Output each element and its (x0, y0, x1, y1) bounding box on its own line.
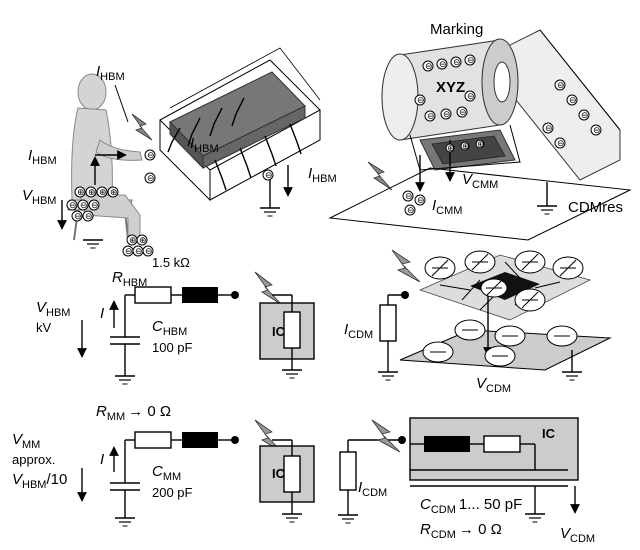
cdm-chip-charges (422, 250, 584, 367)
approx-label: approx. (12, 452, 55, 467)
mm-ic-label: IC (272, 466, 286, 481)
cdm-spark-icon (367, 161, 393, 191)
cdm-charges: ⊖ ⊖ ⊖ ⊖ ⊖ ⊖ ⊖ ⊖ ⊖ ⊖ ⊖ ⊖ ⊖ ⊖ ⊖ ⊕ ⊕ ⊕ ⊖ ⊖ … (402, 54, 602, 216)
spark-icon (391, 249, 421, 283)
ihbm-label-right: IHBM (308, 165, 337, 185)
vhbm-circuit-label: VHBM (36, 299, 70, 319)
icdm-label-mid: ICDM (344, 321, 373, 341)
svg-text:⊖: ⊖ (459, 108, 467, 118)
svg-text:⊕: ⊕ (110, 188, 118, 198)
svg-text:⊖: ⊖ (147, 151, 155, 161)
cdmres-label: CDMres (568, 199, 623, 216)
cmm-label: CMM (152, 463, 181, 483)
hbm-circuit (77, 271, 315, 385)
mm-circuit (77, 419, 315, 527)
svg-text:⊖: ⊖ (85, 212, 93, 222)
svg-text:⊖: ⊖ (80, 201, 88, 211)
vmm-label: VMM (12, 431, 40, 451)
svg-text:⊕: ⊕ (447, 144, 455, 154)
svg-text:⊖: ⊖ (545, 124, 553, 134)
spark-icon (254, 271, 283, 306)
svg-text:⊖: ⊖ (135, 247, 143, 257)
icmm-label: ICMM (432, 197, 462, 217)
svg-text:⊖: ⊖ (443, 110, 451, 120)
rhbm-label: RHBM (112, 269, 147, 289)
svg-text:⊖: ⊖ (417, 196, 425, 206)
hbm-c-value: 100 pF (152, 340, 193, 355)
svg-text:⊖: ⊖ (569, 96, 577, 106)
svg-text:⊖: ⊖ (74, 212, 82, 222)
vhbm-unit: kV (36, 320, 52, 335)
hbm-r-value: 1.5 kΩ (152, 255, 190, 270)
svg-text:⊖: ⊖ (425, 62, 433, 72)
svg-text:⊖: ⊖ (439, 60, 447, 70)
hbm-charges: ⊕ ⊕ ⊕ ⊕ ⊖ ⊖ ⊖ ⊖ ⊖ ⊕ ⊕ ⊖ ⊖ ⊖ ⊖ ⊖ ⊖ (66, 149, 274, 257)
vcdm-label-mid: VCDM (476, 375, 511, 395)
svg-text:⊖: ⊖ (145, 247, 153, 257)
svg-text:⊕: ⊕ (88, 188, 96, 198)
hbm-ic-label: IC (272, 324, 286, 339)
mm-inductor (182, 432, 218, 448)
svg-text:⊖: ⊖ (581, 111, 589, 121)
xyz-label: XYZ (436, 79, 465, 96)
hbm-spark-icon (131, 113, 153, 141)
ground-icon (82, 239, 104, 249)
mm-c-value: 200 pF (152, 485, 193, 500)
chbm-label: CHBM (152, 318, 187, 338)
svg-text:⊖: ⊖ (405, 192, 413, 202)
dip-chip-illustration (159, 47, 321, 202)
svg-text:⊕: ⊕ (99, 188, 107, 198)
marking-label: Marking (430, 21, 483, 38)
svg-text:⊖: ⊖ (407, 206, 415, 216)
svg-text:⊖: ⊖ (91, 201, 99, 211)
svg-text:⊕: ⊕ (139, 236, 147, 246)
svg-text:⊕: ⊕ (462, 142, 470, 152)
vcdm-label-bottom: VCDM (560, 525, 595, 545)
ihbm-leader (114, 84, 129, 123)
svg-text:⊖: ⊖ (125, 247, 133, 257)
ihbm-label-left: IHBM (28, 147, 57, 167)
hbm-i-label: I (100, 305, 104, 322)
svg-text:⊖: ⊖ (453, 58, 461, 68)
ground-icon (259, 207, 281, 217)
vhbm-label-top: VHBM (22, 187, 56, 207)
svg-text:⊖: ⊖ (147, 174, 155, 184)
cdm-circuit (337, 417, 580, 524)
svg-text:⊖: ⊖ (593, 126, 601, 136)
svg-text:⊖: ⊖ (467, 56, 475, 66)
svg-text:⊖: ⊖ (557, 139, 565, 149)
spark-icon (371, 419, 401, 453)
svg-text:⊖: ⊖ (427, 112, 435, 122)
svg-text:⊖: ⊖ (467, 92, 475, 102)
mm-resistor (134, 431, 172, 449)
rmm-label: RMM→ 0 Ω (96, 403, 171, 423)
vcmm-label: VCMM (462, 171, 498, 191)
icdm-label-bottom: ICDM (358, 479, 387, 499)
rcdm-label: RCDM→ 0 Ω (420, 521, 502, 541)
cdm-ic-label: IC (542, 426, 556, 441)
svg-text:⊖: ⊖ (557, 81, 565, 91)
svg-text:⊖: ⊖ (417, 96, 425, 106)
ihbm-label-chip: IHBM (190, 135, 219, 155)
svg-text:⊖: ⊖ (265, 171, 273, 181)
svg-text:⊖: ⊖ (69, 201, 77, 211)
svg-text:⊕: ⊕ (477, 140, 485, 150)
svg-text:⊕: ⊕ (77, 188, 85, 198)
mm-i-label: I (100, 451, 104, 468)
hbm-resistor (134, 286, 172, 304)
ihbm-label-top: IHBM (96, 63, 125, 83)
hbm-inductor (182, 287, 218, 303)
vhbm-ratio-label: VHBM/10 (12, 471, 67, 491)
svg-text:⊕: ⊕ (129, 236, 137, 246)
